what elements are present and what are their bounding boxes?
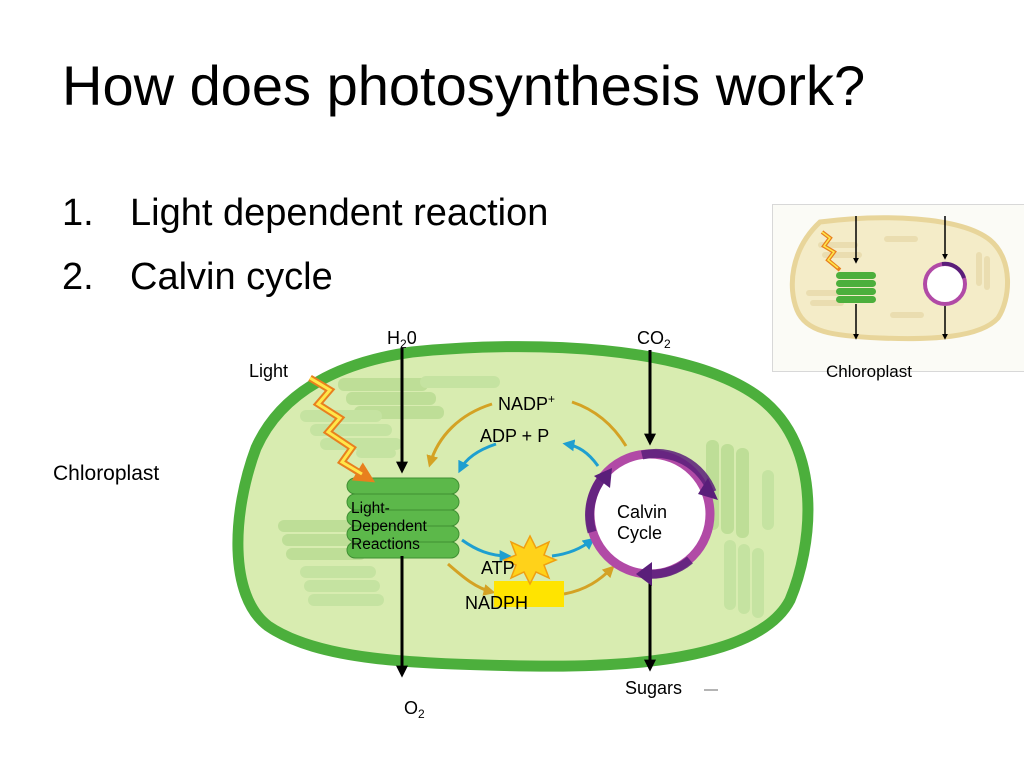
atp-out-arrow <box>461 538 512 562</box>
adp-return-arrow <box>458 442 497 474</box>
adp-from-cycle-arrow <box>562 439 600 467</box>
co2-label: CO2 <box>637 328 671 351</box>
chloroplast <box>232 341 814 672</box>
thumbnail-label: Chloroplast <box>826 362 912 381</box>
nadph-box <box>494 581 564 607</box>
chloroplast-label: Chloroplast <box>53 462 160 485</box>
list-item-number: 2. <box>62 256 94 298</box>
nadp-from-cycle-arrow <box>571 400 628 447</box>
nadph-out-arrow <box>447 562 496 596</box>
water-label: H20 <box>387 328 417 351</box>
list-item-text: Calvin cycle <box>130 256 333 298</box>
atp-label: ATP <box>481 558 515 578</box>
nadp-return-arrow <box>426 402 493 468</box>
thumbnail-diagram <box>789 215 1010 342</box>
sugars-label: Sugars <box>625 678 682 698</box>
calvin-cycle-label: Calvin Cycle <box>617 502 672 543</box>
list-item-text: Light dependent reaction <box>130 192 549 234</box>
light-label: Light <box>249 361 288 381</box>
slide-title: How does photosynthesis work? <box>62 54 866 117</box>
oxygen-label: O2 <box>404 698 425 721</box>
adp-label: ADP + P <box>480 426 549 446</box>
list-item-number: 1. <box>62 192 94 234</box>
calvin-cycle-ring <box>585 448 718 586</box>
atp-to-cycle-arrow <box>551 537 595 558</box>
light-bolt-icon <box>308 374 376 483</box>
nadp-label: NADP+ <box>498 392 555 414</box>
light-dependent-label: Light- Dependent Reactions <box>351 500 431 553</box>
nadph-label: NADPH <box>465 593 528 613</box>
nadph-to-cycle-arrow <box>563 565 615 596</box>
atp-burst-icon <box>502 534 558 586</box>
thumbnail-chloroplast <box>789 215 1010 342</box>
